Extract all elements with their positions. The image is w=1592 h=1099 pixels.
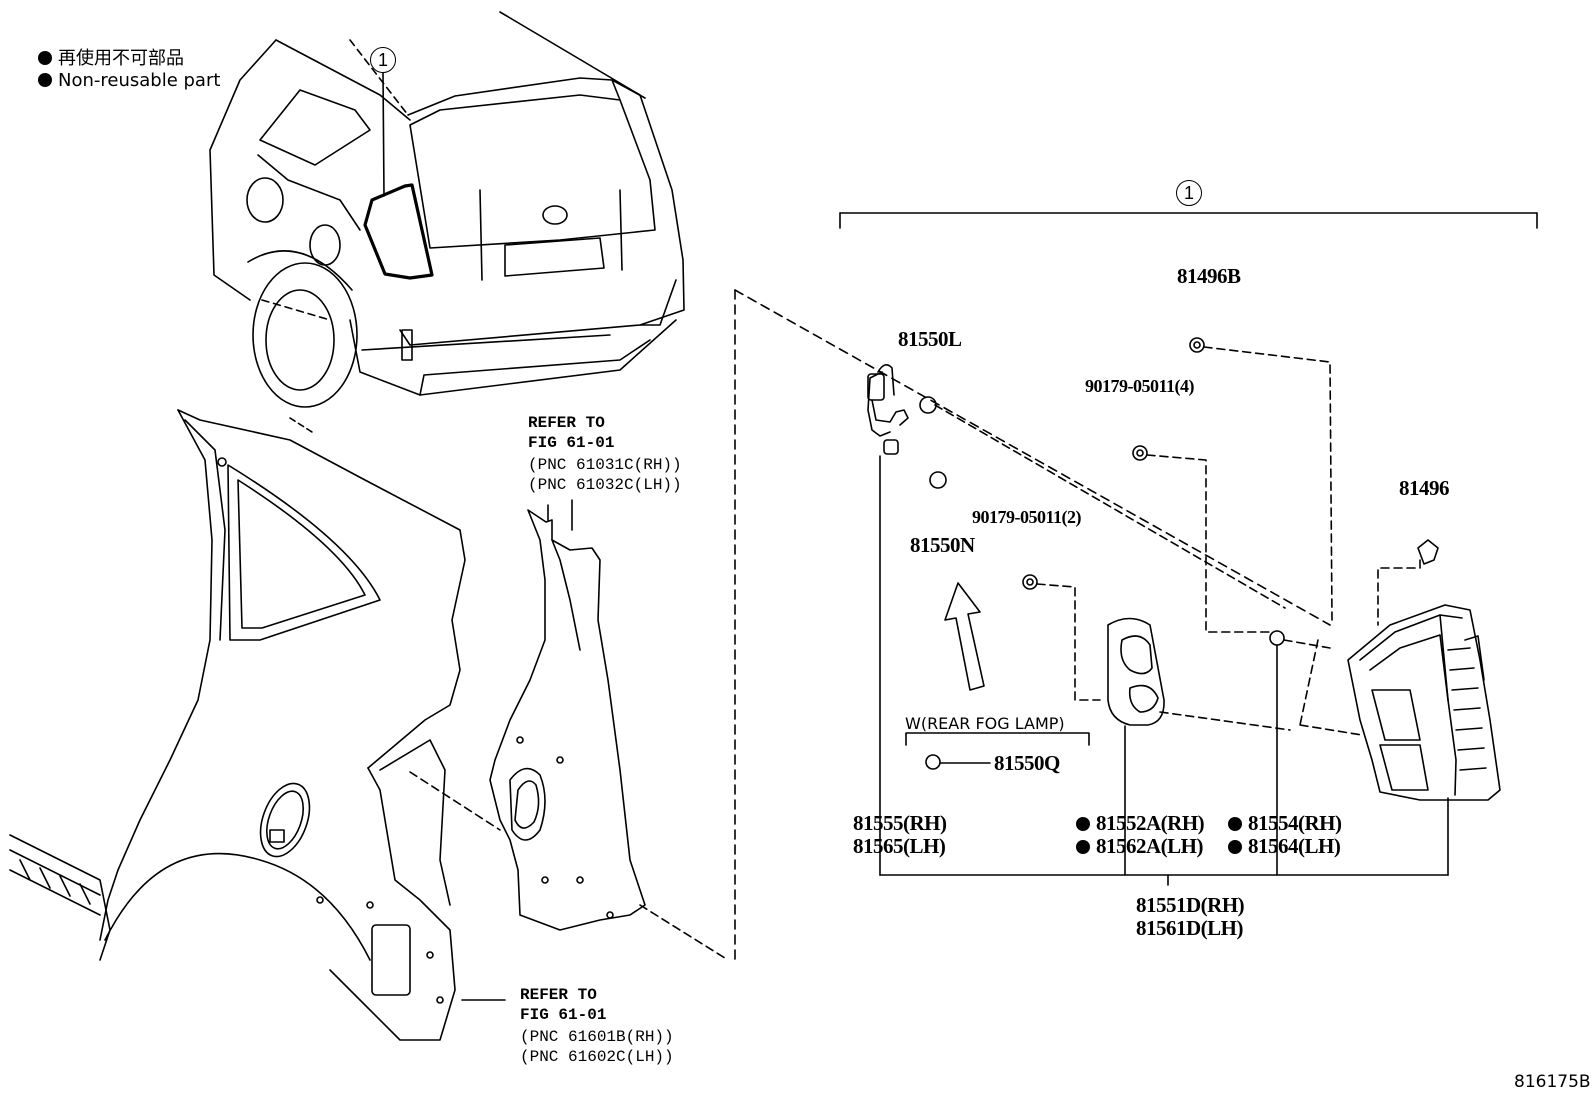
fog-lamp-group-label: W(REAR FOG LAMP) (905, 714, 1065, 733)
part-81561D: 81561D(LH) (1136, 916, 1244, 940)
legend-line-jp: 再使用不可部品 (38, 44, 184, 70)
inner-panel-illustration (409, 499, 729, 1001)
quarter-panel-illustration (9, 409, 466, 1041)
legend-text-en: Non-reusable part (58, 70, 221, 91)
ref-lower-line1: REFER TO (520, 986, 597, 1004)
part-81555: 81555(RH) (853, 811, 947, 835)
figure-id: 816175B (1514, 1072, 1591, 1092)
part-90179-4: 90179-05011(4) (1085, 376, 1195, 396)
filled-circle-icon (1076, 840, 1090, 855)
filled-circle-icon (38, 51, 52, 65)
ref-upper-line3: (PNC 61031C(RH)) (528, 456, 682, 474)
part-81551D: 81551D(RH) (1136, 893, 1245, 917)
part-90179-2: 90179-05011(2) (972, 507, 1082, 527)
legend-text-jp: 再使用不可部品 (58, 48, 184, 69)
socket-wire-illustration (867, 364, 1286, 876)
ref-lower-line3: (PNC 61601B(RH)) (520, 1028, 674, 1046)
part-leader-lines (879, 644, 1449, 886)
fog-lamp-group-frame (905, 732, 1090, 770)
circled-number-icon: 1 (1176, 180, 1202, 206)
assembly-callout-top: 1 (370, 47, 396, 73)
part-81564-text: 81564(LH) (1248, 834, 1341, 858)
part-81550Q: 81550Q (994, 751, 1060, 775)
ref-upper-line2: FIG 61-01 (528, 434, 615, 452)
part-81550L: 81550L (898, 327, 962, 351)
fastener-illustrations (1022, 337, 1439, 701)
gasket-illustration (1107, 617, 1291, 731)
up-arrow-icon (944, 582, 985, 691)
part-81562A-text: 81562A(LH) (1096, 834, 1204, 858)
filled-circle-icon (1076, 817, 1090, 832)
rear-lamp-illustration (1299, 604, 1501, 801)
part-81552A-text: 81552A(RH) (1096, 811, 1205, 835)
part-81562A: 81562A(LH) (1076, 834, 1204, 859)
ref-lower-line2: FIG 61-01 (520, 1006, 607, 1024)
filled-circle-icon (1228, 840, 1242, 855)
part-81554: 81554(RH) (1228, 811, 1342, 836)
part-81496: 81496 (1399, 476, 1450, 500)
circled-number-icon: 1 (370, 47, 396, 73)
filled-circle-icon (1228, 817, 1242, 832)
part-81550N: 81550N (910, 533, 975, 557)
ref-upper-line4: (PNC 61032C(LH)) (528, 476, 682, 494)
part-81565: 81565(LH) (853, 834, 946, 858)
exploded-view-frame (734, 212, 1538, 961)
vehicle-rear-illustration (209, 11, 685, 408)
part-81552A: 81552A(RH) (1076, 811, 1205, 836)
ref-upper-line1: REFER TO (528, 414, 605, 432)
filled-circle-icon (38, 73, 52, 87)
part-81496B: 81496B (1177, 264, 1241, 288)
part-81564: 81564(LH) (1228, 834, 1341, 859)
legend-line-en: Non-reusable part (38, 70, 220, 91)
part-81554-text: 81554(RH) (1248, 811, 1342, 835)
ref-lower-line4: (PNC 61602C(LH)) (520, 1048, 674, 1066)
assembly-callout-right: 1 (1176, 180, 1202, 206)
